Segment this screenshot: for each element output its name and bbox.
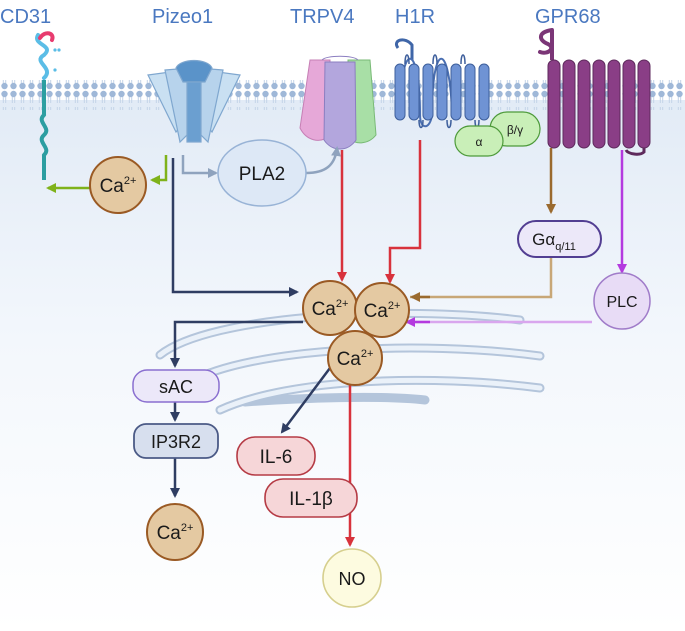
calcium-charge: 2+ [336,298,349,310]
g-protein-subunits: β/γ α [454,111,541,157]
arrow-piezo1-to-ca [150,155,168,185]
svg-text:Ca2+: Ca2+ [337,348,374,370]
svg-text:Ca2+: Ca2+ [157,522,194,544]
pla2-label: PLA2 [239,164,285,185]
arrow-pla2-to-trpv4 [305,146,342,175]
calcium-ion-central-right: Ca2+ [354,282,410,338]
il1b-label: IL-1β [289,489,333,510]
arrow-ca-to-sac [170,320,303,368]
sac-label: sAC [159,377,193,397]
calcium-symbol: Ca [312,299,337,320]
receptor-label-piezo1: Pizeo1 [152,6,213,28]
svg-text:Ca2+: Ca2+ [312,298,349,320]
calcium-ion-ip3r2: Ca2+ [146,503,204,561]
alpha-label: α [476,135,483,149]
calcium-charge: 2+ [124,175,137,187]
piezo1-channel-icon [147,59,241,144]
receptor-label-h1r: H1R [395,6,435,28]
line-gq-to-ca [410,258,553,299]
arrow-h1r-to-ca [385,140,422,284]
arrow-piezo1-to-central-ca [171,158,299,297]
ip3r2-node: IP3R2 [133,423,219,459]
il6-label: IL-6 [260,447,293,468]
trpv4-channel-icon [299,55,377,150]
calcium-charge: 2+ [361,348,374,360]
gq11-node: Gαq/11 [517,220,602,258]
pla2-node: PLA2 [217,139,307,207]
arrow-piezo1-to-pla2 [181,155,218,178]
receptor-label-cd31: CD31 [0,6,51,28]
calcium-ion-central-left: Ca2+ [302,280,358,336]
h1r-gpcr-icon [394,38,490,129]
il6-node: IL-6 [236,436,316,476]
calcium-ion-central-bottom: Ca2+ [327,330,383,386]
svg-text:Ca2+: Ca2+ [364,300,401,322]
gq-main-label: Gα [532,230,555,249]
calcium-symbol: Ca [100,176,125,197]
calcium-symbol: Ca [364,301,389,322]
gpr68-gpcr-icon [538,28,651,156]
no-label: NO [339,569,366,589]
plc-label: PLC [606,294,637,311]
il1b-node: IL-1β [264,478,358,518]
beta-gamma-label: β/γ [507,123,523,137]
calcium-symbol: Ca [157,523,182,544]
cd31-receptor-icon [34,31,61,180]
svg-text:Ca2+: Ca2+ [100,175,137,197]
sac-node: sAC [132,369,220,403]
no-node: NO [322,548,382,608]
receptor-label-trpv4: TRPV4 [290,6,354,28]
svg-text:Gαq/11: Gαq/11 [532,230,576,253]
calcium-charge: 2+ [388,300,401,312]
receptor-label-gpr68: GPR68 [535,6,601,28]
calcium-symbol: Ca [337,349,362,370]
arrow-ca-to-il6 [280,359,337,434]
calcium-charge: 2+ [181,522,194,534]
plc-node: PLC [593,272,651,330]
calcium-ion-cd31: Ca2+ [89,156,147,214]
ip3r2-label: IP3R2 [151,432,201,452]
gq-sub-label: q/11 [555,241,576,253]
alpha-subunit [454,125,504,157]
